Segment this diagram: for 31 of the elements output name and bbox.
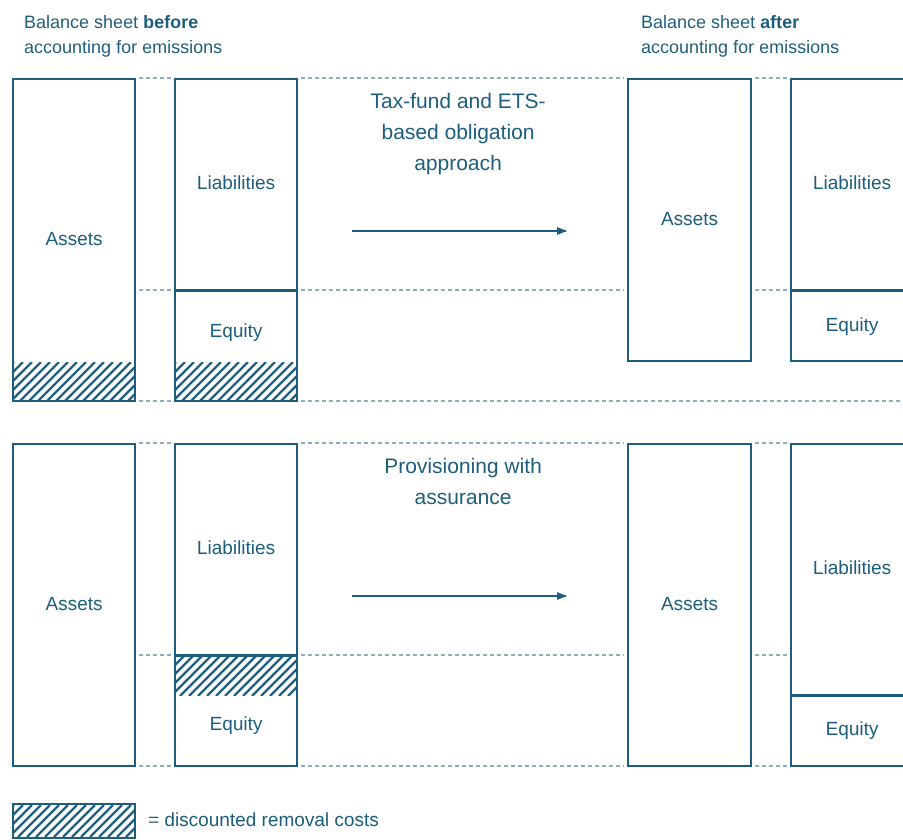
approach-title: Provisioning with assurance xyxy=(383,454,543,511)
balance-sheet-box xyxy=(174,443,298,656)
box-label: Liabilities xyxy=(812,172,892,196)
box-label: Liabilities xyxy=(812,557,892,581)
balance-sheet-box xyxy=(790,695,903,767)
box-label: Equity xyxy=(208,320,264,344)
box-label: Liabilities xyxy=(196,537,276,561)
box-label: Assets xyxy=(44,593,104,617)
column-heading: Balance sheet before accounting for emissions xyxy=(24,11,224,59)
balance-sheet-box xyxy=(790,290,903,362)
balance-sheet-box xyxy=(174,655,298,767)
box-label: Assets xyxy=(660,208,720,232)
box-label: Equity xyxy=(824,314,880,338)
arrow xyxy=(352,592,567,600)
box-label: Assets xyxy=(44,228,104,252)
box-label: Liabilities xyxy=(196,172,276,196)
balance-sheet-box xyxy=(174,78,298,291)
balance-sheet-box xyxy=(627,78,752,362)
balance-sheet-box xyxy=(174,290,298,402)
arrow xyxy=(352,227,567,235)
balance-sheet-box xyxy=(627,443,752,767)
box-label: Equity xyxy=(208,713,264,737)
legend-text: = discounted removal costs xyxy=(148,808,379,833)
balance-sheet-box xyxy=(790,443,903,696)
box-label: Assets xyxy=(660,593,720,617)
balance-sheet-box xyxy=(12,78,136,402)
box-label: Equity xyxy=(824,718,880,742)
balance-sheet-box xyxy=(790,78,903,291)
approach-title: Tax-fund and ETS-based obligation approach xyxy=(369,89,547,177)
balance-sheet-box xyxy=(12,443,136,767)
column-heading: Balance sheet after accounting for emissions xyxy=(641,11,840,59)
